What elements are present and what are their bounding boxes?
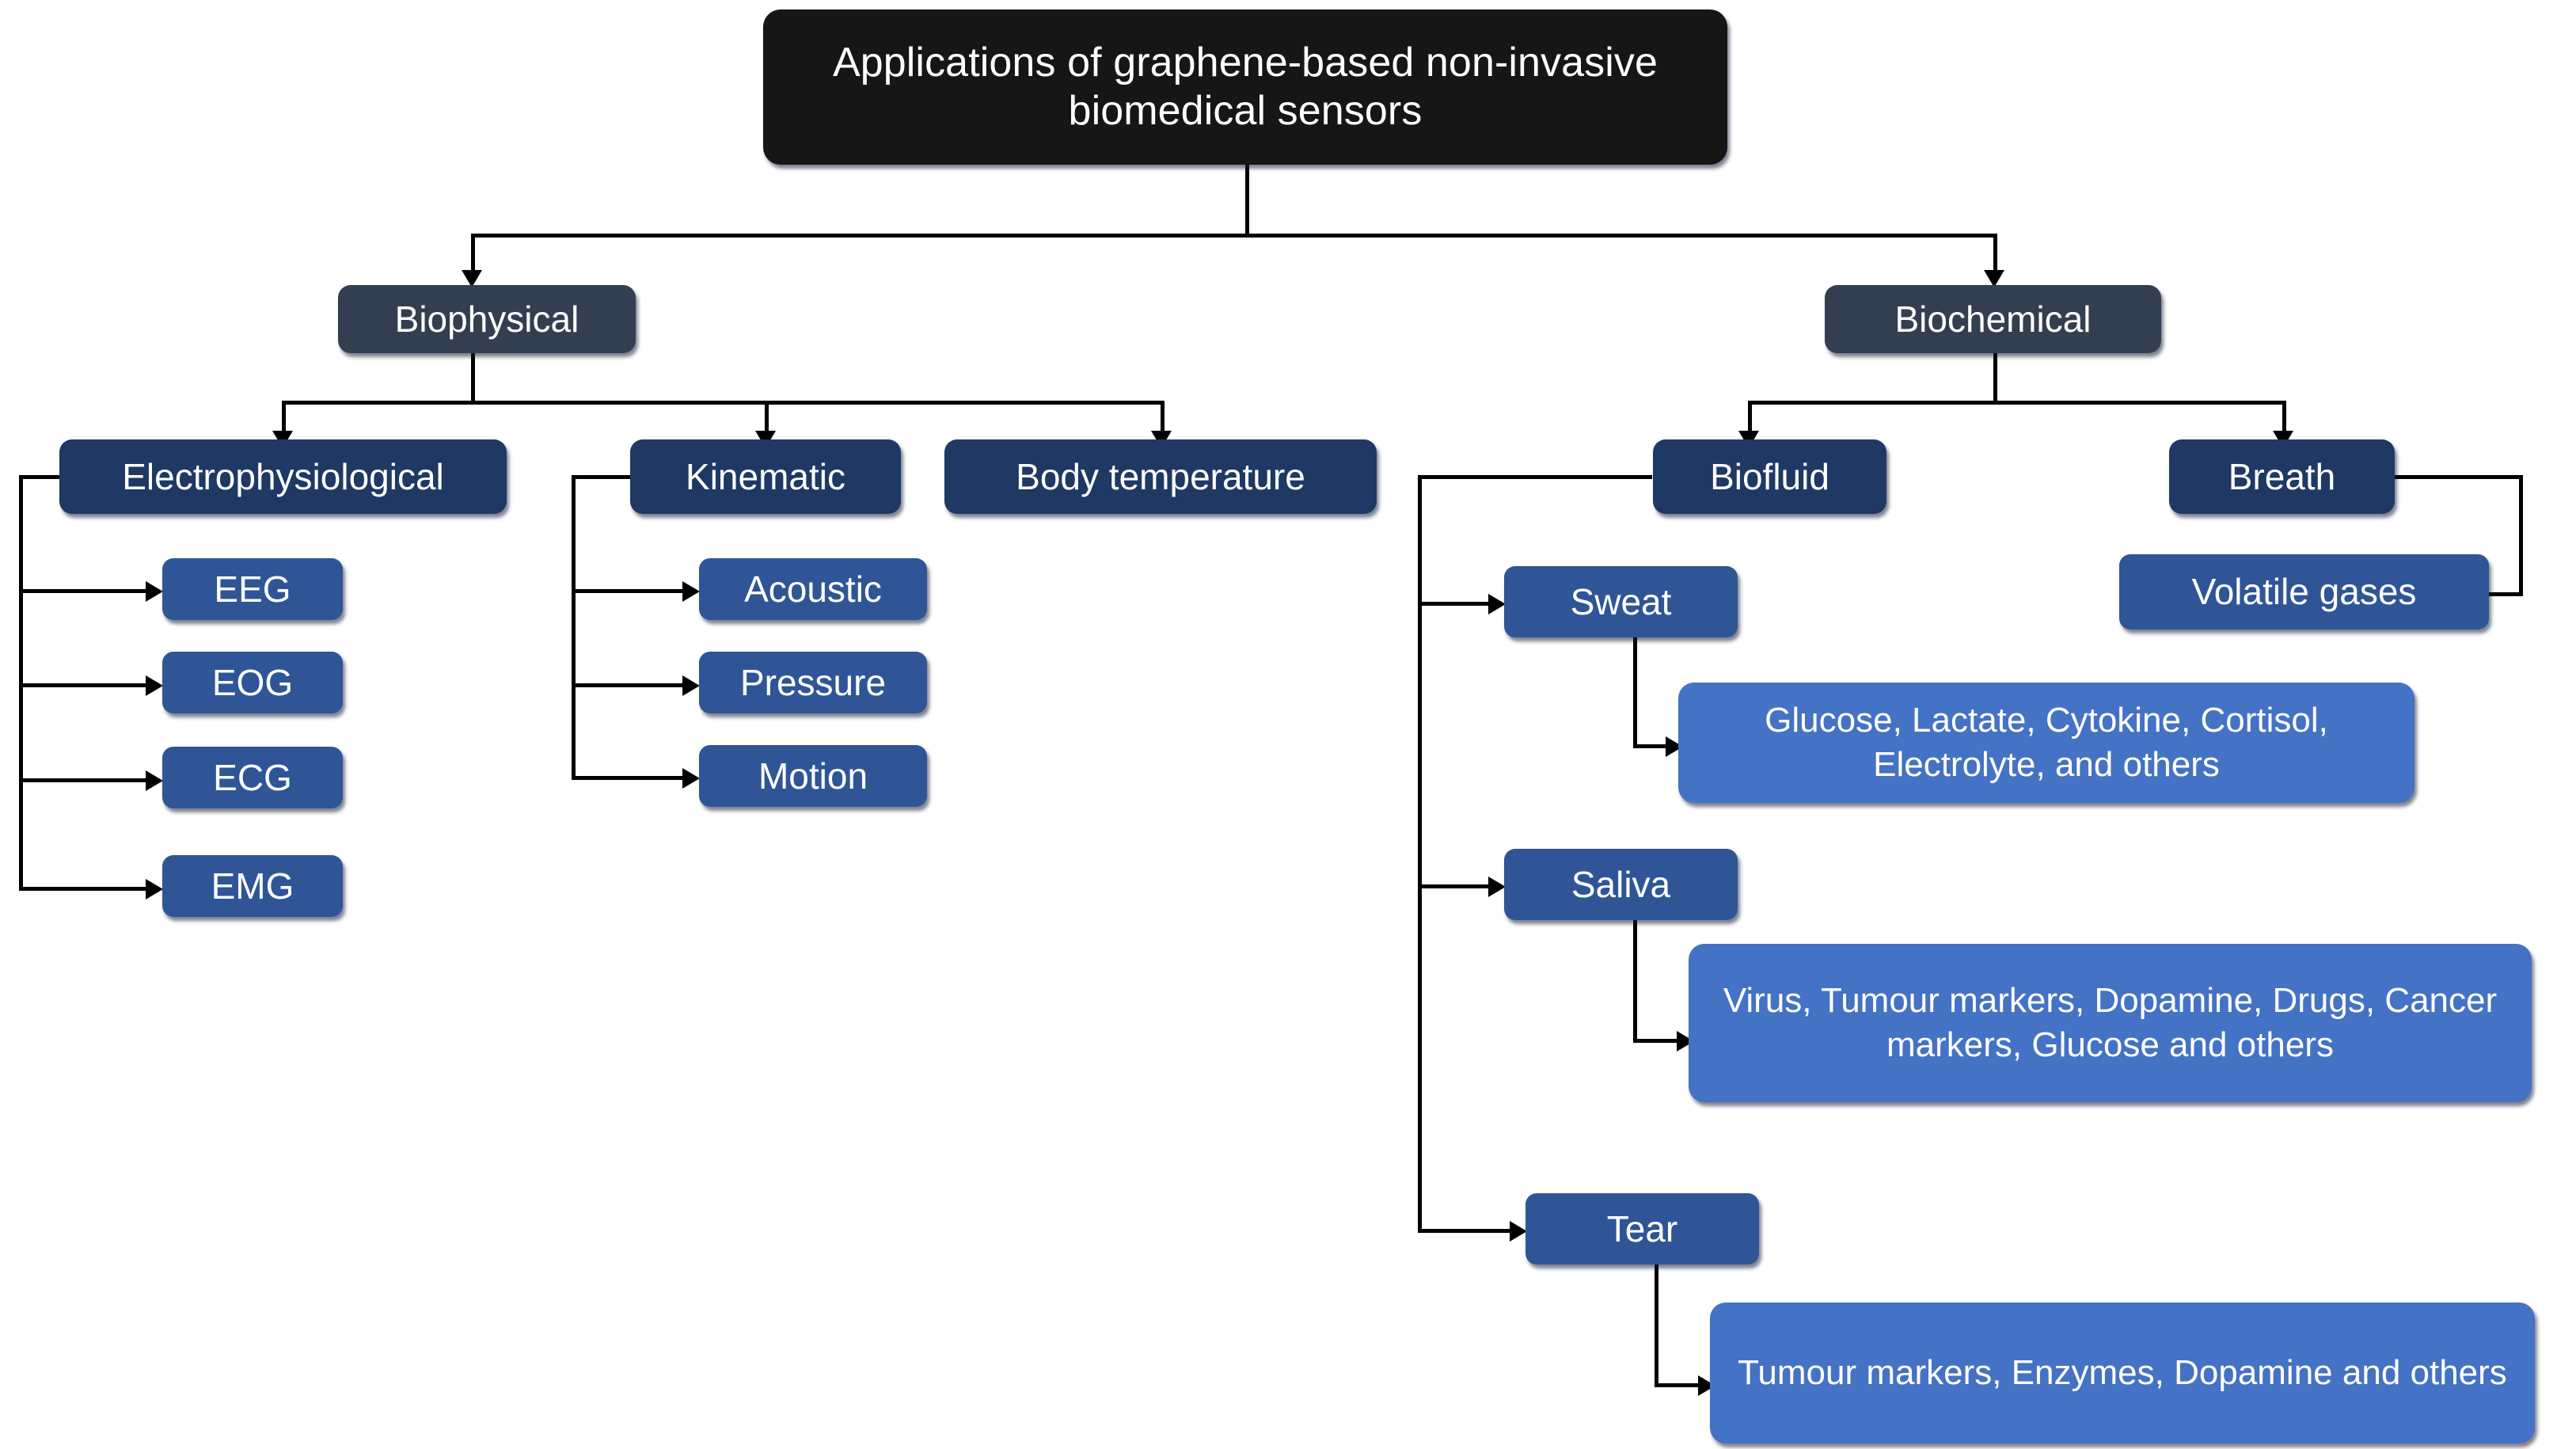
arrowhead-acoustic xyxy=(682,581,700,602)
arrowhead-eeg xyxy=(146,581,163,602)
node-volatile-gases[interactable]: Volatile gases xyxy=(2119,554,2489,629)
edge-root-to-biophysical-drop xyxy=(471,234,475,273)
edge-to-kinematic xyxy=(765,401,769,434)
node-sweat-analytes[interactable]: Glucose, Lactate, Cytokine, Cortisol, El… xyxy=(1678,683,2415,803)
node-ecg[interactable]: ECG xyxy=(162,747,343,808)
edge-to-body-temperature xyxy=(1161,401,1165,434)
arrowhead-eog xyxy=(146,675,163,696)
arrowhead-biophysical xyxy=(462,270,482,287)
node-motion[interactable]: Motion xyxy=(699,745,927,807)
node-body-temperature[interactable]: Body temperature xyxy=(944,439,1377,514)
edge-biofluid-exit xyxy=(1418,475,1652,479)
node-biofluid[interactable]: Biofluid xyxy=(1653,439,1886,514)
edge-breath-drop xyxy=(2519,475,2523,594)
arrowhead-biochemical xyxy=(1984,270,2004,287)
edge-saliva-drop xyxy=(1633,920,1637,1043)
edge-biofluid-trunk xyxy=(1418,475,1422,1231)
node-kinematic[interactable]: Kinematic xyxy=(630,439,901,514)
edge-to-electrophysiological xyxy=(282,401,286,434)
node-eog[interactable]: EOG xyxy=(162,652,343,713)
edge-kinematic-exit xyxy=(572,475,630,479)
edge-sweat-drop xyxy=(1633,637,1637,748)
node-tear[interactable]: Tear xyxy=(1525,1193,1759,1265)
edge-electro-to-eog xyxy=(19,683,152,687)
edge-biofluid-to-saliva xyxy=(1418,884,1495,888)
node-breath[interactable]: Breath xyxy=(2169,439,2395,514)
edge-biofluid-to-sweat xyxy=(1418,602,1495,606)
edge-to-breath xyxy=(2282,401,2286,434)
arrowhead-motion xyxy=(682,768,700,789)
edge-kinematic-to-pressure xyxy=(572,683,689,687)
arrowhead-emg xyxy=(146,879,163,899)
node-eeg[interactable]: EEG xyxy=(162,558,343,620)
edge-root-stem xyxy=(1245,162,1249,235)
edge-tear-to-analytes xyxy=(1655,1383,1704,1387)
node-saliva-analytes[interactable]: Virus, Tumour markers, Dopamine, Drugs, … xyxy=(1689,944,2532,1102)
arrowhead-pressure xyxy=(682,675,700,696)
node-electrophysiological[interactable]: Electrophysiological xyxy=(59,439,507,514)
node-saliva[interactable]: Saliva xyxy=(1504,849,1738,920)
node-root[interactable]: Applications of graphene-based non-invas… xyxy=(763,10,1727,165)
edge-kinematic-trunk xyxy=(572,475,576,780)
edge-breath-exit xyxy=(2337,475,2523,479)
node-biophysical[interactable]: Biophysical xyxy=(338,285,636,353)
edge-biochemical-stem xyxy=(1993,352,1997,404)
edge-root-bus xyxy=(471,234,1997,238)
edge-tear-drop xyxy=(1655,1265,1658,1387)
edge-sweat-to-analytes xyxy=(1633,744,1671,748)
edge-electro-to-emg xyxy=(19,887,152,891)
edge-biophysical-stem xyxy=(471,352,475,404)
edge-to-biofluid xyxy=(1748,401,1752,434)
edge-electro-trunk xyxy=(19,475,23,891)
edge-electro-to-eeg xyxy=(19,589,152,593)
edge-kinematic-to-motion xyxy=(572,776,689,780)
edge-biofluid-to-tear xyxy=(1418,1229,1517,1233)
edge-biochemical-bus xyxy=(1748,401,2286,405)
arrowhead-saliva xyxy=(1488,877,1506,897)
edge-saliva-to-analytes xyxy=(1633,1039,1682,1043)
node-acoustic[interactable]: Acoustic xyxy=(699,558,927,620)
arrowhead-ecg xyxy=(146,770,163,791)
node-pressure[interactable]: Pressure xyxy=(699,652,927,713)
arrowhead-tear xyxy=(1510,1221,1527,1242)
node-emg[interactable]: EMG xyxy=(162,855,343,917)
edge-root-to-biochemical-drop xyxy=(1993,234,1997,273)
node-biochemical[interactable]: Biochemical xyxy=(1825,285,2161,353)
edge-electro-to-ecg xyxy=(19,778,152,782)
edge-electro-exit xyxy=(19,475,68,479)
node-sweat[interactable]: Sweat xyxy=(1504,566,1738,637)
node-tear-analytes[interactable]: Tumour markers, Enzymes, Dopamine and ot… xyxy=(1710,1303,2535,1443)
edge-biophysical-bus xyxy=(282,401,1165,405)
edge-kinematic-to-acoustic xyxy=(572,589,689,593)
arrowhead-sweat xyxy=(1488,594,1506,614)
